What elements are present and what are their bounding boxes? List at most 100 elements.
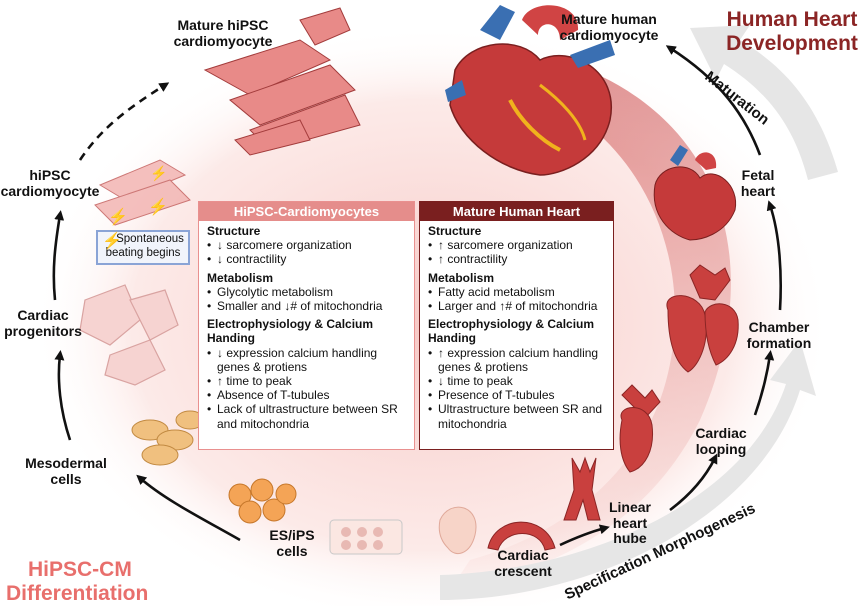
label-line: Cardiac [17, 307, 69, 323]
mesodermal-cells-label: Mesodermal cells [16, 455, 116, 487]
structure-list: ↑ sarcomere organization ↑ contractility [428, 238, 609, 267]
label-line: Chamber [748, 319, 810, 335]
chamber-formation-label: Chamber formation [738, 319, 820, 351]
cardiac-progenitors-label: Cardiac progenitors [0, 307, 86, 339]
label-line: Mature hiPSC [177, 17, 269, 33]
linear-heart-tube-icon [563, 456, 601, 521]
label-line: hiPSC [29, 167, 71, 183]
label-line: Mature human [561, 11, 657, 27]
metabolism-heading: Metabolism [207, 270, 274, 285]
arrow-fetal-to-mature [665, 45, 762, 156]
title-line: Human Heart [726, 8, 858, 31]
spontaneous-beating-box: ⚡ Spontaneous beating begins [96, 230, 190, 265]
list-item: Glycolytic metabolism [207, 285, 410, 299]
maturation-arrow [690, 25, 838, 180]
electrophysiology-list: ↓ expression calcium handling genes & pr… [207, 346, 410, 431]
mature-human-cardiomyocyte-label: Mature human cardiomyocyte [544, 11, 674, 43]
label-line: Mesodermal [25, 455, 107, 471]
label-line: cardiomyocyte [0, 182, 100, 199]
lightning-icon: ⚡ [108, 207, 128, 226]
arrow-linear-to-looping [669, 453, 718, 512]
metabolism-list: Fatty acid metabolism Larger and ↑# of m… [428, 285, 609, 314]
beat-line: beating begins [105, 247, 181, 259]
cardiac-looping-icon [619, 384, 661, 473]
cardiac-crescent-icon [487, 521, 556, 551]
electrophysiology-heading: Electrophysiology & Calcium Handing [207, 317, 374, 346]
list-item: ↑ time to peak [207, 374, 410, 388]
human-heart-development-title: Human Heart Development [718, 8, 865, 55]
label-line: progenitors [4, 322, 82, 339]
mature-hipsc-cardiomyocyte-icon [203, 7, 361, 156]
specification-arrow [440, 340, 816, 600]
label-line: cardiomyocyte [559, 26, 659, 43]
structure-heading: Structure [207, 224, 261, 238]
list-item: ↓ time to peak [428, 374, 609, 388]
label-line: heart [740, 182, 776, 199]
arrow-chamber-to-fetal [766, 200, 782, 311]
title-line: HiPSC-CM [28, 558, 132, 581]
lightning-icon: ⚡ [150, 165, 167, 182]
label-line: cardiomyocyte [173, 32, 273, 49]
hipsc-cm-differentiation-title: HiPSC-CM Differentiation [6, 558, 166, 605]
label-line: cells [50, 470, 82, 487]
arrow-cardiomyocyte-to-mature [78, 82, 170, 161]
label-line: Linear [608, 499, 651, 515]
embryo-icon [438, 506, 477, 555]
mature-human-heart-icon [445, 5, 615, 176]
label-line: Fetal [741, 167, 775, 183]
label-line: heart [612, 514, 648, 531]
label-line: looping [695, 440, 747, 457]
hipsc-cardiomyocyte-icon [94, 159, 191, 226]
list-item: ↑ expression calcium handling genes & pr… [428, 346, 609, 374]
mature-hipsc-cardiomyocyte-label: Mature hiPSC cardiomyocyte [148, 17, 298, 49]
title-line: Differentiation [6, 581, 149, 605]
electrophysiology-heading: Electrophysiology & Calcium Handing [428, 317, 595, 346]
list-item: Smaller and ↓# of mitochondria [207, 299, 410, 313]
list-item: Lack of ultrastructure between SR and mi… [207, 402, 410, 430]
list-item: Fatty acid metabolism [428, 285, 609, 299]
list-item: Ultrastructure between SR and mitochondr… [428, 402, 609, 430]
list-item: ↓ contractility [207, 252, 410, 266]
label-line: hube [613, 530, 647, 547]
structure-list: ↓ sarcomere organization ↓ contractility [207, 238, 410, 267]
label-line: ES/iPS [269, 527, 315, 543]
lightning-icon: ⚡ [102, 233, 122, 250]
box-header: Mature Human Heart [420, 202, 613, 221]
list-item: ↑ contractility [428, 252, 609, 266]
label-line: Cardiac [695, 425, 747, 441]
arrow-looping-to-chamber [753, 350, 775, 416]
arrow-mesodermal-to-progenitors [54, 350, 72, 441]
metabolism-heading: Metabolism [428, 270, 495, 285]
fetal-heart-icon [653, 145, 737, 241]
label-line: formation [746, 334, 812, 351]
mesodermal-cells-icon [131, 410, 205, 466]
label-line: crescent [494, 562, 552, 579]
label-line: Cardiac [497, 547, 549, 563]
es-ips-cells-label: ES/iPS cells [262, 527, 322, 559]
list-item: Absence of T-tubules [207, 388, 410, 402]
title-line: Development [726, 31, 858, 55]
cardiac-crescent-label: Cardiac crescent [486, 547, 560, 579]
beat-line: Spontaneous [116, 233, 184, 245]
lightning-icon: ⚡ [148, 197, 168, 216]
arrow-esips-to-mesodermal [136, 474, 241, 542]
metabolism-list: Glycolytic metabolism Smaller and ↓# of … [207, 285, 410, 314]
list-item: ↓ sarcomere organization [207, 238, 410, 252]
arrow-progenitors-to-cardiomyocyte [52, 210, 65, 301]
cardiac-progenitor-cells-icon [79, 284, 179, 386]
culture-plate-icon [329, 519, 403, 555]
fetal-heart-label: Fetal heart [728, 167, 788, 199]
cardiac-looping-label: Cardiac looping [690, 425, 752, 457]
list-item: ↑ sarcomere organization [428, 238, 609, 252]
chamber-formation-icon [666, 264, 739, 373]
list-item: ↓ expression calcium handling genes & pr… [207, 346, 410, 374]
list-item: Larger and ↑# of mitochondria [428, 299, 609, 313]
list-item: Presence of T-tubules [428, 388, 609, 402]
electrophysiology-list: ↑ expression calcium handling genes & pr… [428, 346, 609, 431]
structure-heading: Structure [428, 224, 482, 238]
box-header: HiPSC-Cardiomyocytes [199, 202, 414, 221]
label-line: cells [276, 542, 308, 559]
mature-human-heart-box: Mature Human Heart Structure ↑ sarcomere… [419, 201, 614, 450]
linear-heart-tube-label: Linear heart hube [602, 499, 658, 547]
